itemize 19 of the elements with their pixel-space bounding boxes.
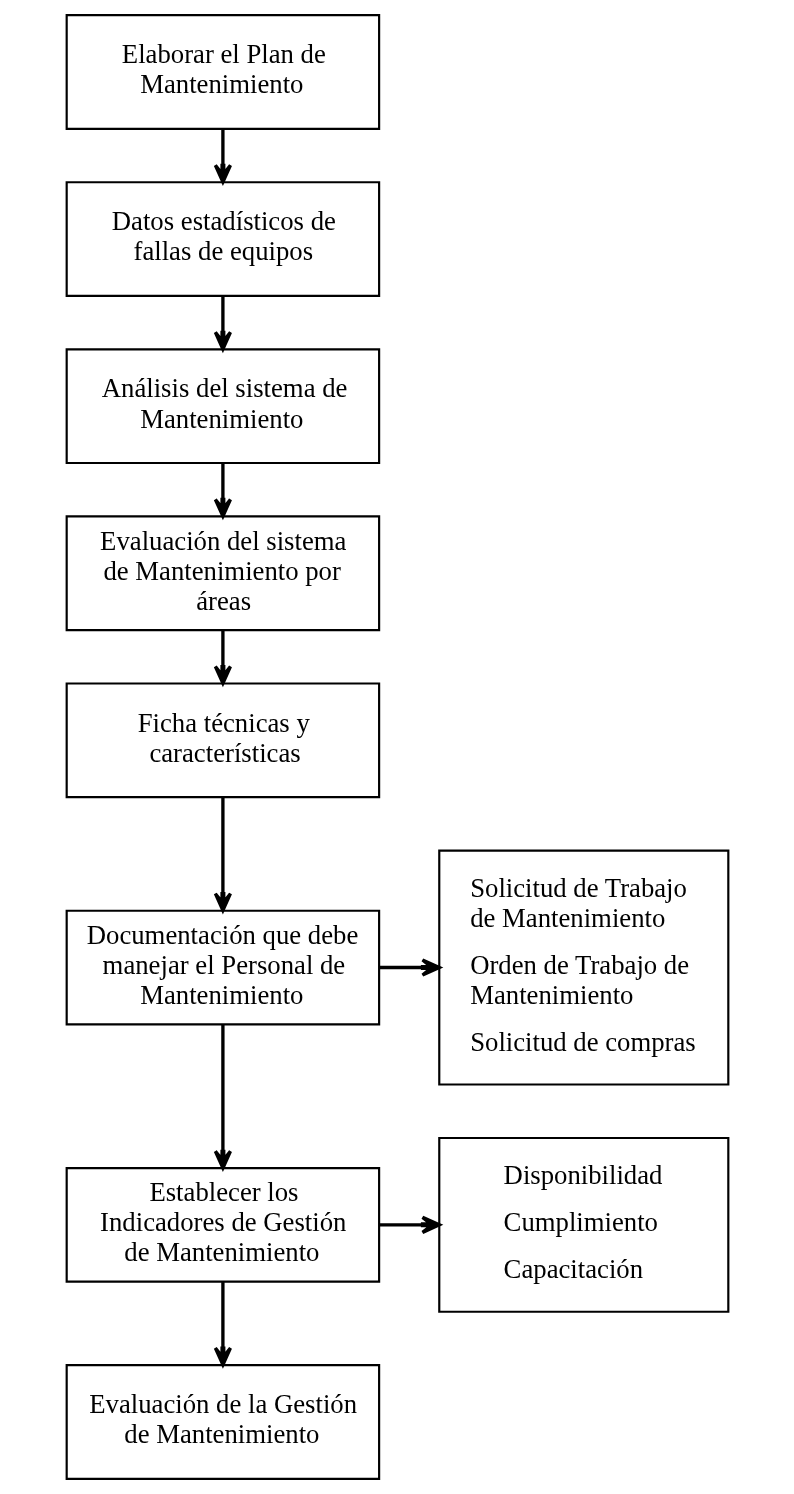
arrow: [213, 797, 232, 913]
node-box: Solicitud de Trabajo de Mantenimiento Orden de Trabajo de Mantenimiento Solicitud de compras: [437, 849, 729, 1086]
arrow: [213, 129, 232, 184]
node-box: Documentación que debe manejar el Personal de Mantenimiento: [65, 909, 380, 1026]
node-box: Elaborar el Plan de Mantenimiento: [65, 14, 380, 130]
arrow: [213, 296, 232, 351]
node-box: Evaluación del sistema de Mantenimiento por áreas: [65, 515, 380, 632]
arrow: [213, 630, 232, 685]
node-box: Disponibilidad Cumplimiento Capacitación: [437, 1136, 729, 1313]
node-box: Establecer los Indicadores de Gestión de Mantenimiento: [65, 1166, 380, 1283]
node-box: Datos estadísticos de fallas de equipos: [65, 181, 380, 297]
arrow: [378, 958, 441, 977]
node-box: Evaluación de la Gestión de Mantenimiento: [65, 1364, 380, 1480]
node-box: Análisis del sistema de Mantenimiento: [65, 348, 380, 465]
node-box: Ficha técnicas y características: [65, 682, 380, 799]
arrow: [213, 1024, 232, 1170]
arrow: [213, 1282, 232, 1367]
arrow: [213, 463, 232, 518]
arrow: [378, 1215, 441, 1235]
